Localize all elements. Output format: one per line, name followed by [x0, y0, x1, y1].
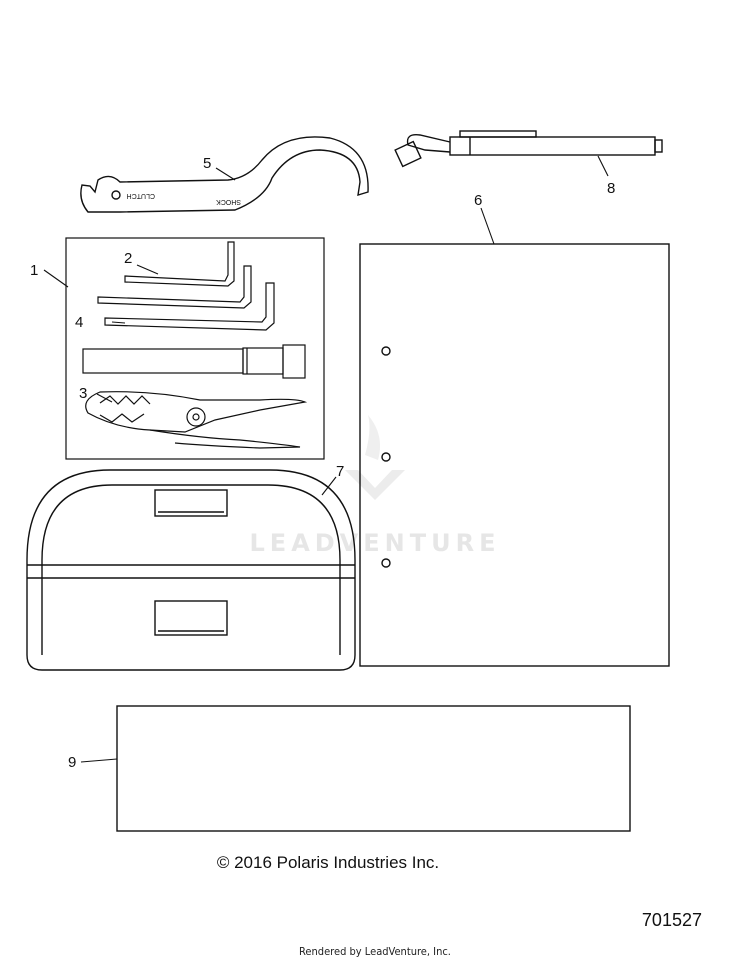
- wrench-clutch-label: CLUTCH: [127, 192, 155, 199]
- callout-8: 8: [607, 180, 615, 197]
- callout-5: 5: [203, 155, 211, 172]
- part-number: 701527: [641, 910, 702, 930]
- copyright-text: © 2016 Polaris Industries Inc.: [216, 853, 440, 872]
- callout-4: 4: [75, 314, 83, 331]
- ratchet-tool: [394, 130, 663, 168]
- tool-kit-box: [65, 237, 325, 460]
- callout-7: 7: [336, 463, 344, 480]
- leader-lines: [43, 155, 609, 763]
- owners-manual: [359, 243, 670, 667]
- wrench-shock-label: SHOCK: [216, 198, 241, 205]
- tool-bag: [26, 469, 356, 671]
- callout-2: 2: [124, 250, 132, 267]
- document-sheet: [116, 705, 631, 832]
- callout-6: 6: [474, 192, 482, 209]
- callout-9: 9: [68, 754, 76, 771]
- spanner-wrench: CLUTCH SHOCK: [80, 136, 369, 213]
- rendered-by-text: Rendered by LeadVenture, Inc.: [299, 945, 451, 958]
- callouts: 1 2 3 4 5 6 7 8 9: [30, 155, 615, 771]
- watermark-text: LEADVENTURE: [250, 529, 501, 557]
- leadventure-watermark: LEADVENTURE: [250, 415, 501, 557]
- callout-1: 1: [30, 262, 38, 279]
- callout-3: 3: [79, 385, 87, 402]
